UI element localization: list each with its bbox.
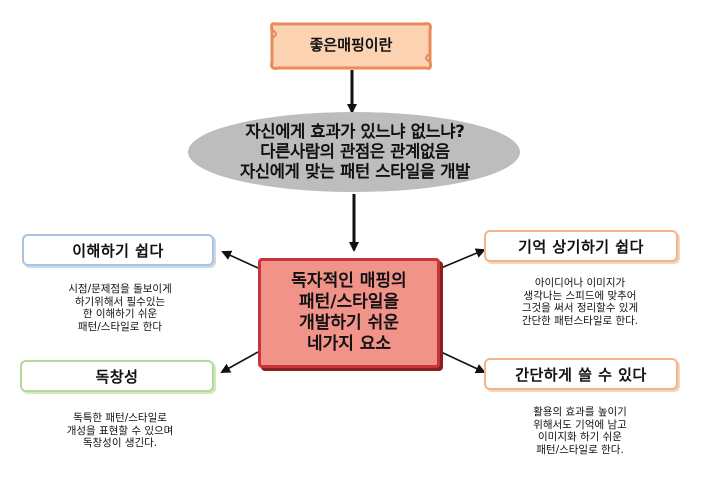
desc-line: 생각나는 스피드에 맞추어 xyxy=(523,289,637,302)
question-line: 다른사람의 관점은 관계없음 xyxy=(260,142,450,161)
question-ellipse xyxy=(188,112,520,192)
question-text: 자신에게 효과가 있느냐 없느냐? 다른사람의 관점은 관계없음 자신에게 맞는… xyxy=(190,119,520,185)
desc-line: 시점/문제점을 돌보이게 xyxy=(68,283,172,295)
desc-line: 패턴/스타일로 한다. xyxy=(536,443,624,456)
question-line: 자신에게 맞는 패턴 스타일을 개발 xyxy=(239,162,471,181)
element-simple-box: 간단하게 쓸 수 있다 xyxy=(484,358,678,390)
desc-line: 활용의 효과를 높이기 xyxy=(533,406,627,418)
desc-line: 아이디어나 이미지가 xyxy=(534,277,626,289)
desc-line: 한 이해하기 쉬운 xyxy=(82,308,158,320)
element-understand-desc: 시점/문제점을 돌보이게 하기위해서 필수있는 한 이해하기 쉬운 패턴/스타일… xyxy=(30,283,210,333)
center-line: 독자적인 매핑의 xyxy=(291,271,407,291)
desc-line: 개성을 표현할 수 있으며 xyxy=(66,424,174,437)
element-originality-desc: 독특한 패턴/스타일로 개성을 표현할 수 있으며 독창성이 생긴다. xyxy=(30,412,210,450)
arrow-to-recall xyxy=(440,248,486,269)
element-recall-label: 기억 상기하기 쉽다 xyxy=(518,237,644,256)
desc-line: 간단한 패턴스타일로 한다. xyxy=(521,314,639,327)
center-line: 개발하기 쉬운 xyxy=(299,313,399,333)
title-scroll-shape xyxy=(270,22,432,70)
desc-line: 패턴/스타일로 한다 xyxy=(77,320,163,333)
desc-line: 독창성이 생긴다. xyxy=(82,437,158,449)
title-label: 좋은매핑이란 xyxy=(309,35,393,54)
center-line: 패턴/스타일을 xyxy=(298,292,400,312)
desc-line: 위해서도 기억에 남고 xyxy=(533,418,627,431)
element-recall-desc: 아이디어나 이미지가 생각나는 스피드에 맞추어 그것을 써서 정리할수 있게 … xyxy=(490,277,670,327)
arrow-to-understand xyxy=(221,250,259,269)
element-originality-label: 독창성 xyxy=(95,367,139,386)
element-understand-box: 이해하기 쉽다 xyxy=(22,234,214,266)
center-line: 네가지 요소 xyxy=(306,334,392,354)
center-box: 독자적인 매핑의 패턴/스타일을 개발하기 쉬운 네가지 요소 xyxy=(258,258,440,368)
desc-line: 그것을 써서 정리할수 있게 xyxy=(521,302,639,314)
arrow-to-originality xyxy=(220,351,259,373)
element-simple-desc: 활용의 효과를 높이기 위해서도 기억에 남고 이미지화 하기 쉬운 패턴/스타… xyxy=(490,406,670,456)
question-line: 자신에게 효과가 있느냐 없느냐? xyxy=(245,122,465,141)
element-simple-label: 간단하게 쓸 수 있다 xyxy=(515,365,647,384)
element-understand-label: 이해하기 쉽다 xyxy=(72,241,164,260)
desc-line: 독특한 패턴/스타일로 xyxy=(73,412,167,424)
element-recall-box: 기억 상기하기 쉽다 xyxy=(484,230,678,262)
desc-line: 하기위해서 필수있는 xyxy=(74,295,166,308)
desc-line: 이미지화 하기 쉬운 xyxy=(538,431,622,443)
element-originality-box: 독창성 xyxy=(20,360,214,392)
arrow-to-simple xyxy=(440,351,486,374)
